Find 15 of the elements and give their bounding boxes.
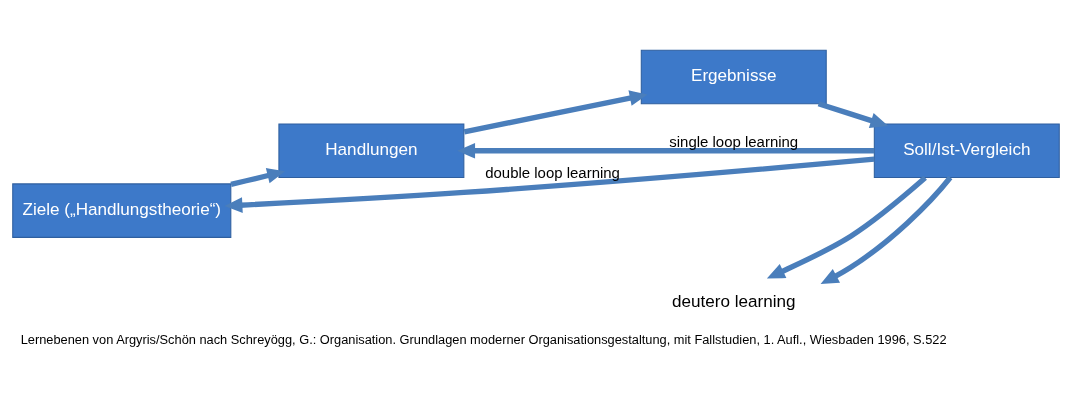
node-box: Ergebnisse	[640, 49, 827, 105]
arrow	[457, 142, 875, 159]
node-box: Soll/Ist-Vergleich	[873, 123, 1060, 178]
arrow	[463, 90, 648, 135]
arrow	[230, 167, 286, 188]
caption: Lernebenen von Argyris/Schön nach Schreyögg, G.: Organisation. Grundlagen moderner Organisationsgestaltung, mit Fallstudien, 1. Aufl., Wiesbaden 1996, S.522	[20, 331, 947, 347]
node-box: Handlungen	[278, 123, 465, 178]
node-text: deutero learning	[671, 291, 796, 311]
arrow	[224, 156, 875, 213]
edge-label: single loop learning	[669, 132, 799, 150]
edge-label: double loop learning	[485, 163, 620, 181]
arrow	[766, 175, 927, 279]
node-box: Ziele („Handlungstheorie“)	[12, 183, 232, 238]
arrow	[817, 101, 889, 129]
arrow	[820, 175, 953, 285]
